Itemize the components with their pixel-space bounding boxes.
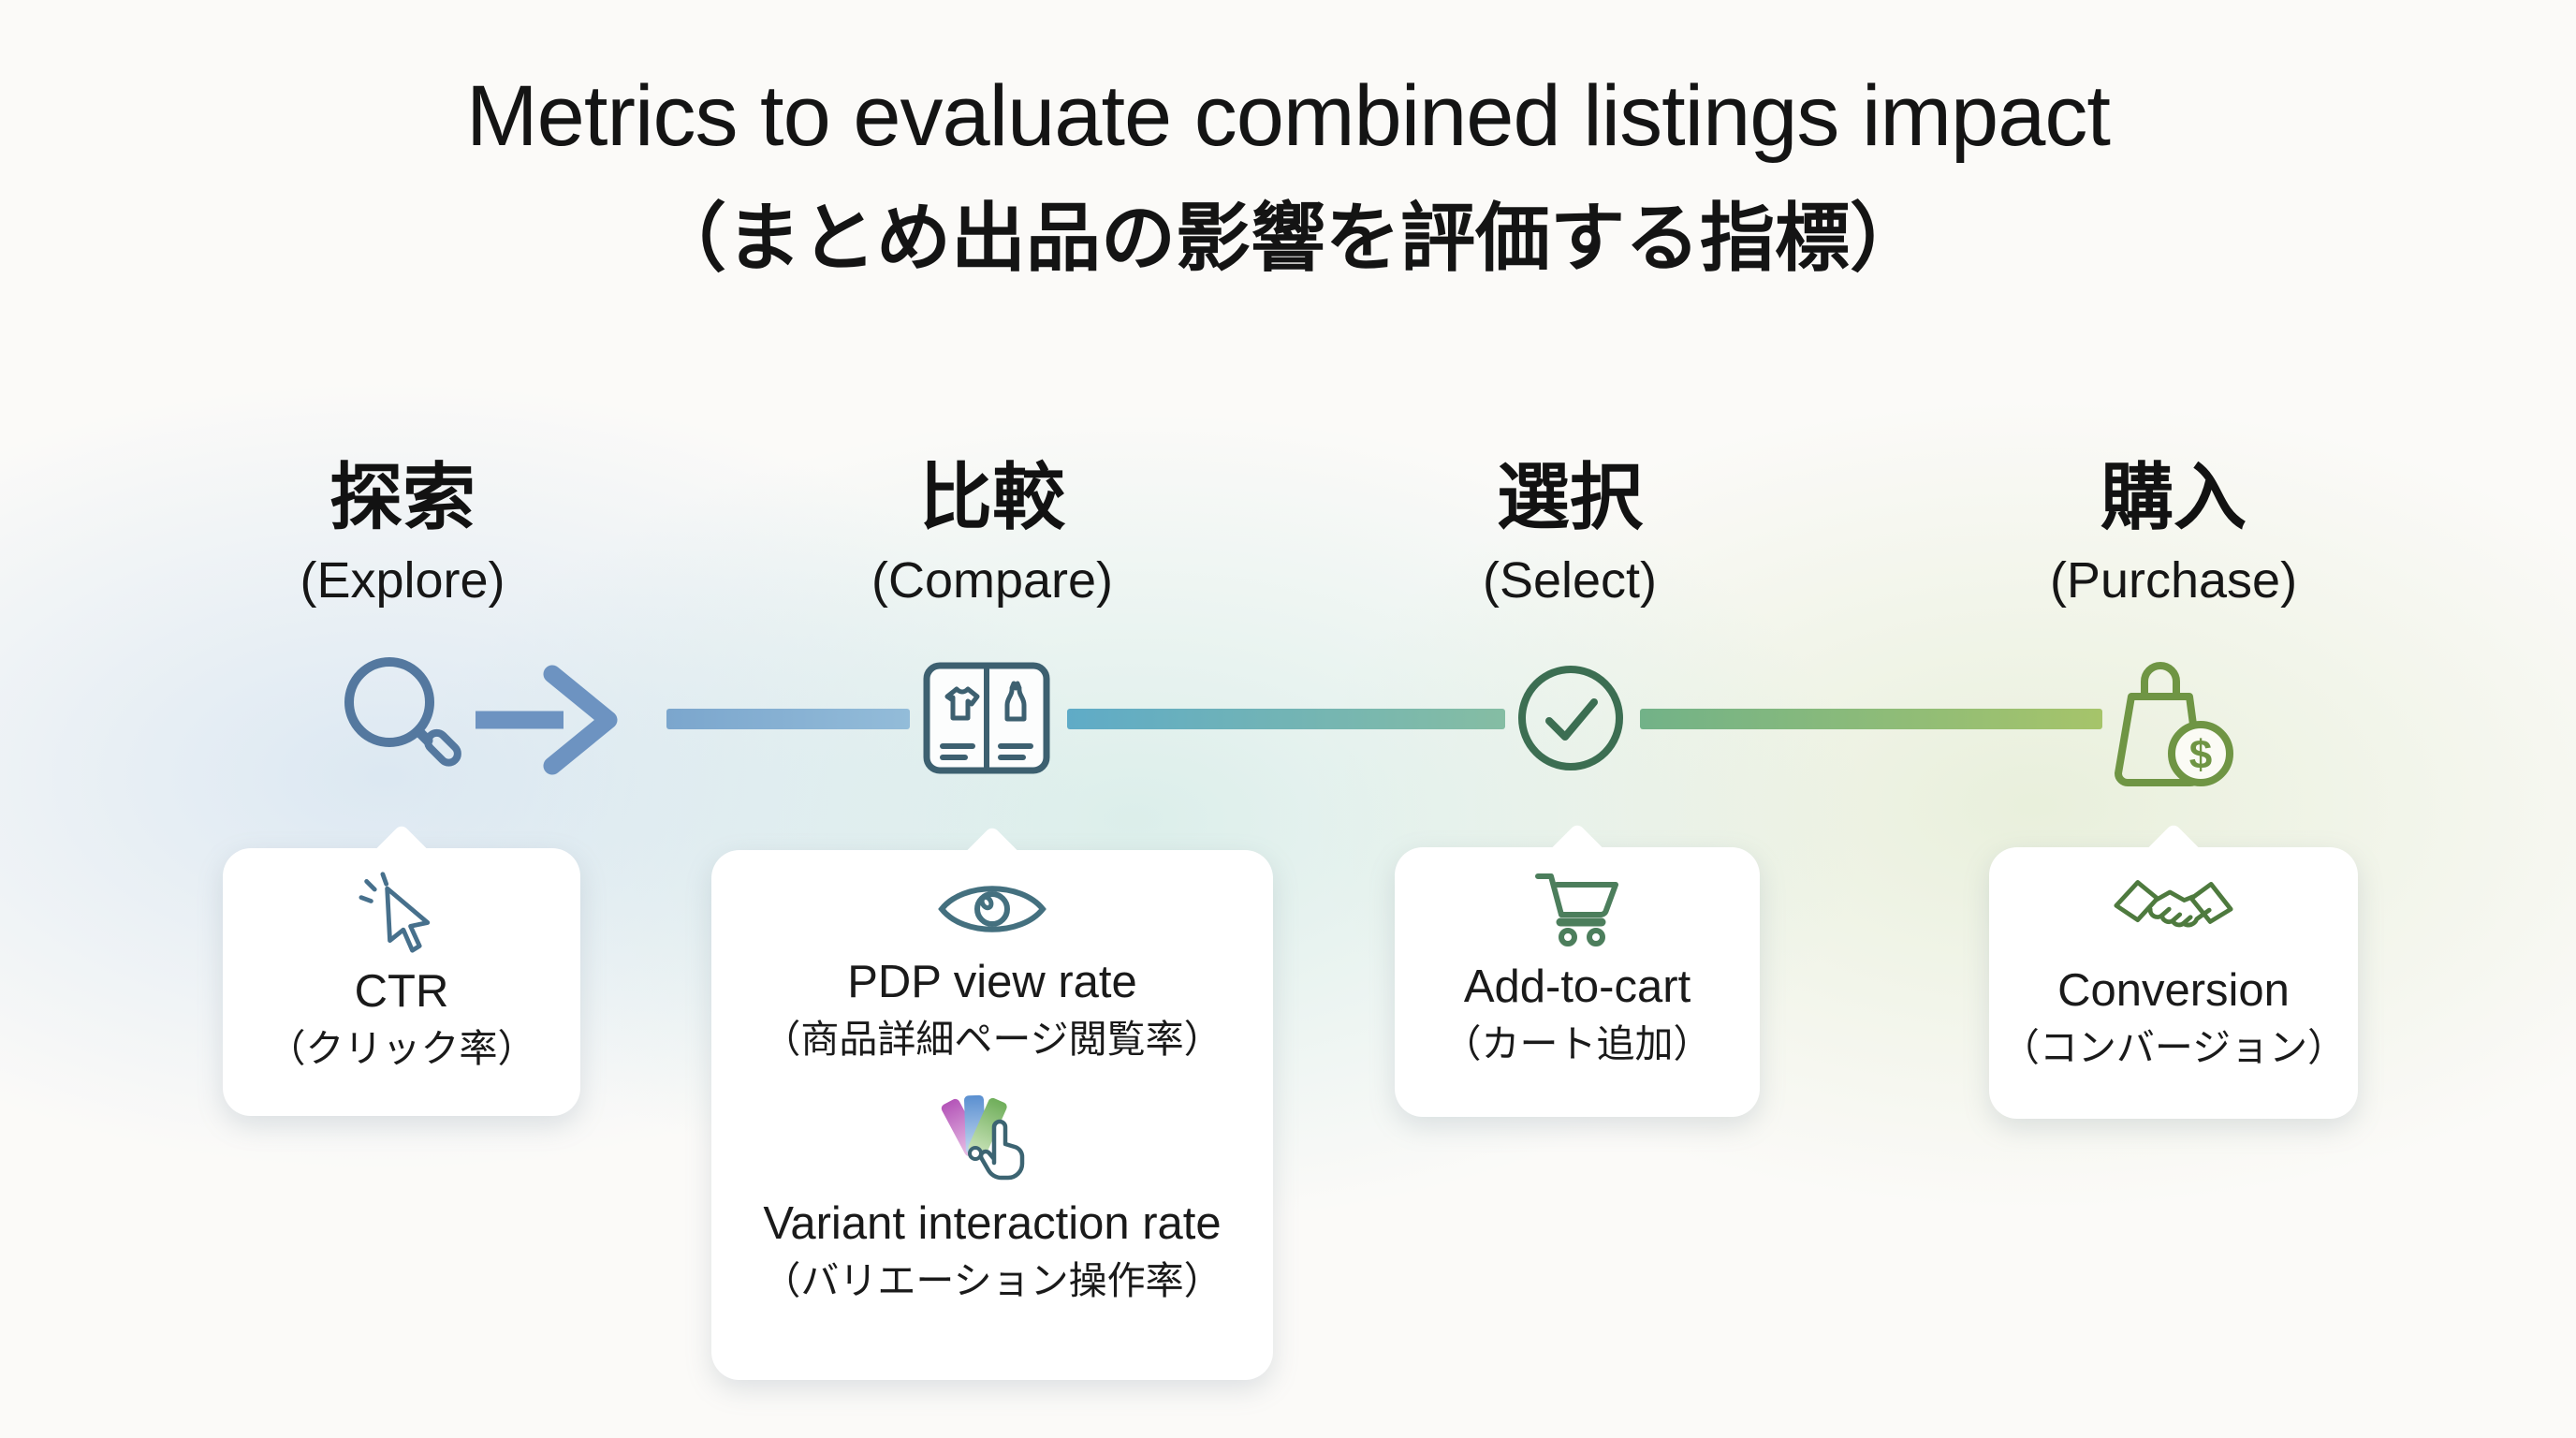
metric-card-add-to-cart: Add-to-cart （カート追加） xyxy=(1395,822,1760,1117)
magnifier-icon xyxy=(335,652,476,790)
eye-icon xyxy=(933,874,1051,944)
dollar-glyph: $ xyxy=(2189,732,2212,778)
metric-sublabel: （バリエーション操作率） xyxy=(762,1258,1222,1302)
stage-label-jp: 探索 xyxy=(329,456,476,538)
metric-card-compare: PDP view rate （商品詳細ページ閲覧率） Variant inter… xyxy=(711,825,1273,1380)
metric-card-ctr: CTR （クリック率） xyxy=(223,823,580,1116)
flow-line-compare-select xyxy=(1067,709,1505,729)
stage-label-en: (Compare) xyxy=(871,552,1114,609)
metric-sublabel: （カート追加） xyxy=(1442,1021,1712,1065)
metric-sublabel: （コンバージョン） xyxy=(2000,1025,2347,1069)
stage-header-purchase: 購入 (Purchase) xyxy=(1874,456,2473,609)
handshake-icon xyxy=(2110,872,2237,952)
stage-label-jp: 選択 xyxy=(1496,456,1643,538)
arrow-right-icon xyxy=(466,655,640,785)
metric-sublabel: （商品詳細ページ閲覧率） xyxy=(762,1017,1222,1061)
cursor-click-icon xyxy=(357,869,446,955)
metric-label: Add-to-cart xyxy=(1463,961,1691,1012)
stage-header-select: 選択 (Select) xyxy=(1270,456,1869,609)
shopping-bag-dollar-icon: $ xyxy=(2103,648,2236,798)
flow-line-select-purchase xyxy=(1640,709,2102,729)
stage-label-jp: 比較 xyxy=(918,456,1065,538)
variant-swatch-icon xyxy=(938,1078,1046,1187)
metric-label: Variant interaction rate xyxy=(763,1198,1222,1250)
metric-card-conversion: Conversion （コンバージョン） xyxy=(1989,822,2358,1119)
metric-label: Conversion xyxy=(2057,965,2290,1016)
page-title-japanese: （まとめ出品の影響を評価する指標） xyxy=(651,197,1925,280)
compare-listings-icon xyxy=(922,661,1051,775)
page-title: Metrics to evaluate combined listings im… xyxy=(466,68,2111,164)
metric-sublabel: （クリック率） xyxy=(267,1026,536,1070)
check-circle-icon xyxy=(1515,663,1626,773)
stage-header-compare: 比較 (Compare) xyxy=(693,456,1292,609)
cart-icon xyxy=(1530,870,1624,948)
metric-label: PDP view rate xyxy=(847,957,1137,1007)
stage-label-jp: 購入 xyxy=(2100,456,2247,538)
flow-line-explore-compare xyxy=(666,709,910,729)
stage-label-en: (Select) xyxy=(1482,552,1658,609)
stage-label-en: (Explore) xyxy=(300,552,505,609)
stage-header-explore: 探索 (Explore) xyxy=(103,456,702,609)
stage-label-en: (Purchase) xyxy=(2049,552,2298,609)
metric-label: CTR xyxy=(354,966,449,1017)
